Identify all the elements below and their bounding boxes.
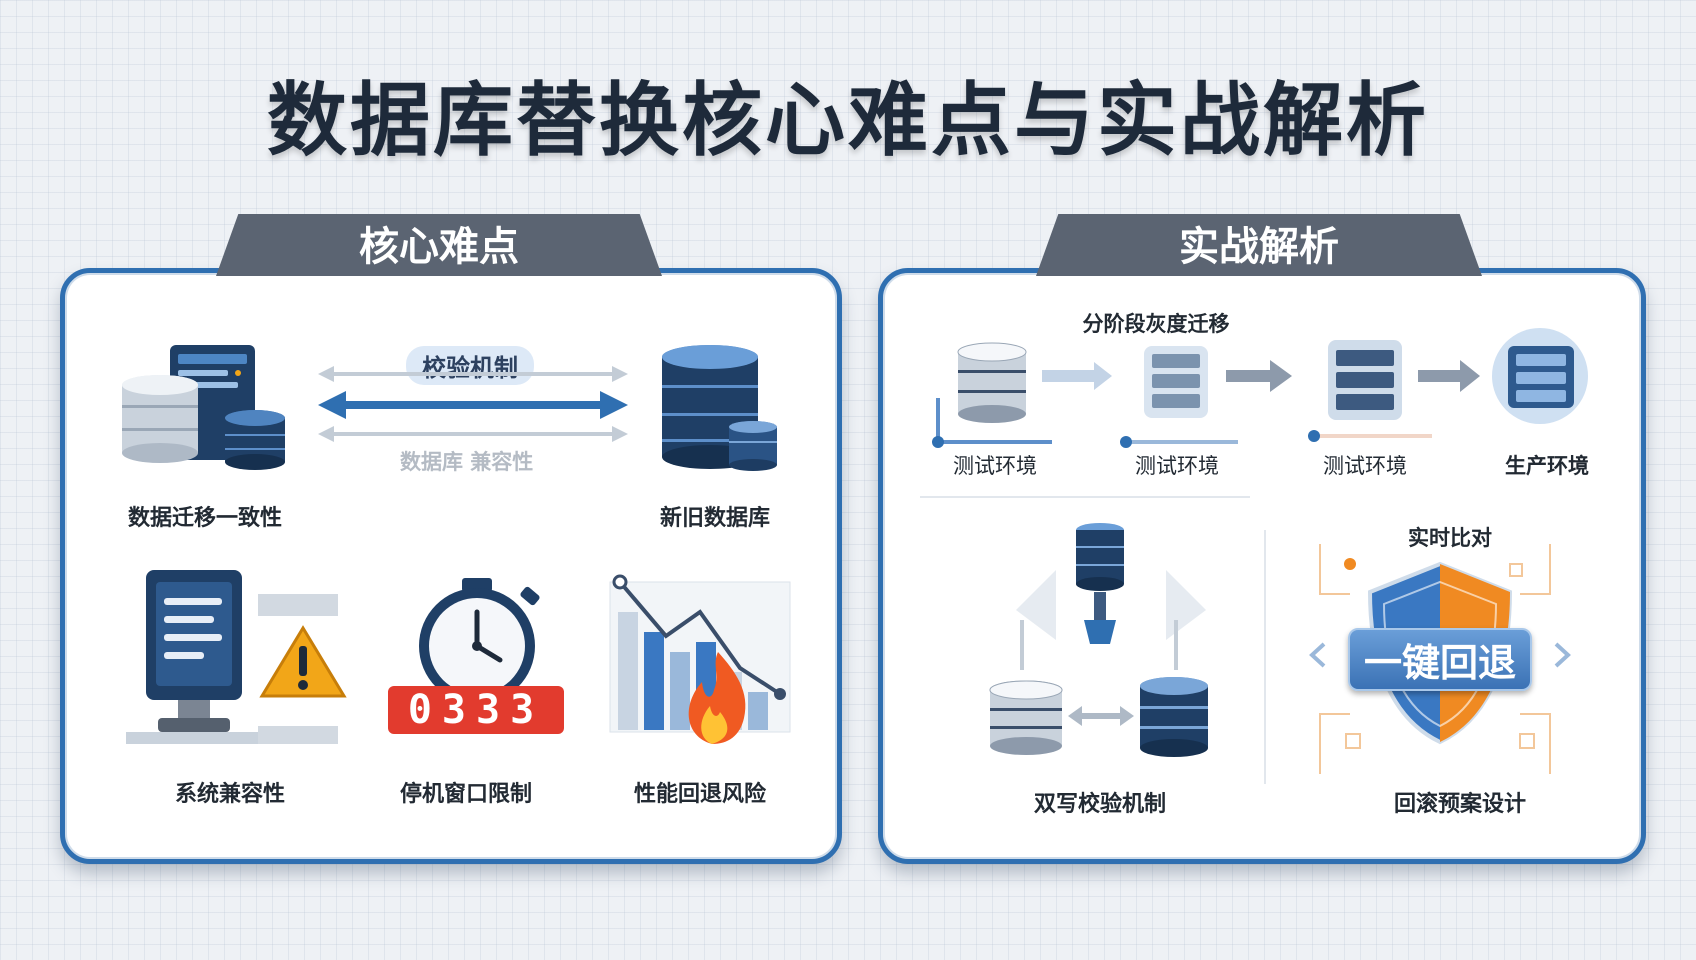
- computer-warning-icon: [126, 570, 347, 744]
- core-difficulties-tab: 核心难点: [216, 214, 662, 276]
- one-click-rollback-button[interactable]: 一键回退: [1348, 628, 1533, 691]
- data-migration-consistency-label: 数据迁移一致性: [127, 506, 282, 531]
- stage-label-production: 生产环境: [1505, 454, 1589, 478]
- stopwatch-icon: [419, 578, 540, 704]
- realtime-compare-label: 实时比对: [1408, 526, 1492, 550]
- dual-write-verify-label: 双写校验机制: [1033, 792, 1166, 817]
- db-compat-faded-label: 数据库 兼容性: [400, 450, 534, 474]
- stage-label-1: 测试环境: [953, 454, 1037, 478]
- server-database-icon: [122, 345, 285, 470]
- stage-label-2: 测试环境: [1135, 454, 1219, 478]
- countdown-display: 0333: [388, 686, 564, 734]
- verify-mechanism-label: 校验机制: [406, 346, 534, 385]
- rollback-side-arrows: [1309, 642, 1571, 668]
- rollback-plan-label: 回滚预案设计: [1393, 792, 1526, 817]
- horizontal-divider: [920, 496, 1250, 498]
- stage-label-3: 测试环境: [1323, 454, 1407, 478]
- performance-regression-label: 性能回退风险: [633, 782, 766, 807]
- countdown-digits: 0333: [407, 687, 545, 733]
- declining-chart-fire-icon: [609, 574, 791, 744]
- system-compatibility-label: 系统兼容性: [174, 782, 285, 807]
- phased-migration-title: 分阶段灰度迁移: [1082, 312, 1230, 336]
- vertical-divider: [1264, 530, 1266, 784]
- downtime-window-label: 停机窗口限制: [399, 782, 532, 807]
- database-icon: [662, 345, 777, 471]
- old-new-database-label: 新旧数据库: [659, 506, 770, 531]
- page-title: 数据库替换核心难点与实战解析: [267, 74, 1429, 167]
- practical-analysis-tab: 实战解析: [1036, 214, 1482, 276]
- phased-migration-flow: [932, 328, 1588, 448]
- dual-write-databases-icon: [989, 523, 1208, 757]
- sync-arrows: [318, 366, 628, 442]
